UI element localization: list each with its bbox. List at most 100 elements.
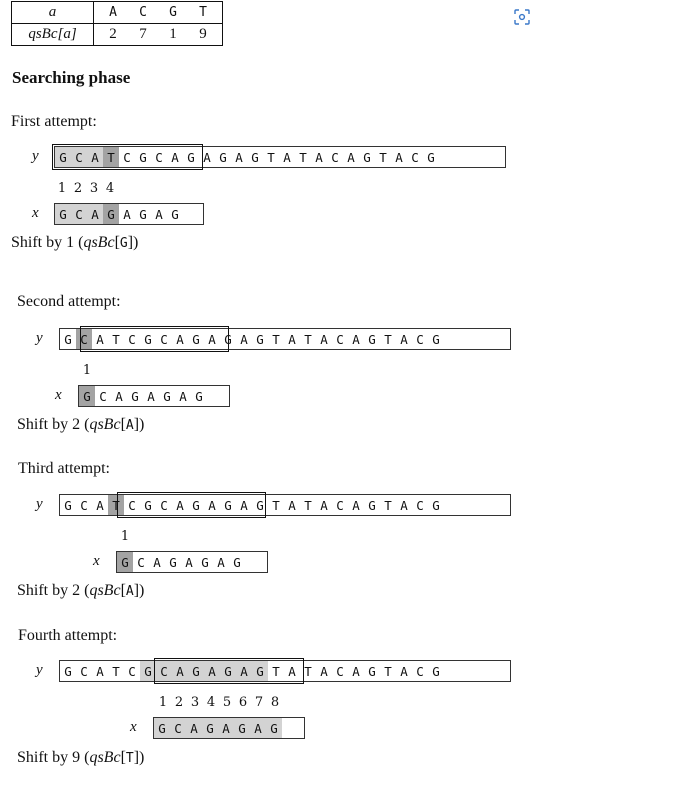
match-position-number: 5 [222, 695, 232, 710]
text-char-cell: G [432, 331, 440, 347]
shift-function: qsBc [89, 582, 121, 599]
pattern-char-cell: G [55, 204, 71, 224]
qsbc-table-row-letters: a A C G T [11, 1, 223, 24]
attempt-title: Third attempt: [18, 460, 110, 477]
pattern-char-cell: G [202, 718, 218, 738]
text-char-cell: A [395, 149, 403, 165]
pattern-char-cell: A [153, 554, 161, 570]
text-char-cell: T [272, 331, 280, 347]
match-position-number: 2 [174, 695, 184, 710]
match-position-number: 1 [158, 695, 168, 710]
text-char-cell: C [416, 663, 424, 679]
x-label: x [93, 553, 100, 569]
text-char-cell: G [187, 149, 195, 165]
pattern-char-cell: A [185, 554, 193, 570]
shift-function: qsBc [83, 234, 115, 251]
match-position-number: 1 [82, 363, 92, 378]
text-char-cell: T [304, 497, 312, 513]
pattern-char-cell: G [171, 206, 179, 222]
text-char-cell: G [144, 497, 152, 513]
text-char-cell: G [188, 661, 204, 681]
y-label: y [36, 496, 43, 512]
text-char-cell: A [315, 149, 323, 165]
text-char-cell: A [320, 497, 328, 513]
text-char-cell: T [272, 663, 280, 679]
text-char-cell: C [123, 149, 131, 165]
text-char-cell: A [240, 331, 248, 347]
match-position-number: 1 [57, 181, 67, 196]
text-char-cell: G [64, 497, 72, 513]
text-char-cell: A [171, 149, 179, 165]
comparison-window [52, 144, 203, 170]
pattern-char-cell: G [139, 206, 147, 222]
text-char-cell: C [411, 149, 419, 165]
pattern-char-cell: G [234, 718, 250, 738]
text-char-cell: A [96, 331, 104, 347]
section-heading: Searching phase [12, 68, 131, 87]
text-char-cell: C [336, 497, 344, 513]
text-char-cell: A [288, 497, 296, 513]
text-char-cell: C [336, 331, 344, 347]
shift-char: A [125, 418, 134, 433]
text-char-cell: C [155, 149, 163, 165]
pattern-char-cell: C [99, 388, 107, 404]
text-char-cell: G [140, 661, 156, 681]
shift-char: T [125, 751, 134, 766]
text-char-cell: A [240, 497, 248, 513]
pattern-char-cell: A [87, 204, 103, 224]
text-char-cell: C [80, 663, 88, 679]
text-char-cell: A [283, 149, 291, 165]
qsbc-letter: T [199, 5, 207, 20]
match-position-number: 4 [206, 695, 216, 710]
pattern-char-cell: G [103, 204, 119, 224]
text-char-cell: G [256, 497, 264, 513]
text-char-cell: A [352, 497, 360, 513]
text-char-cell: G [363, 149, 371, 165]
text-char-cell: A [235, 149, 243, 165]
match-position-number: 1 [120, 529, 130, 544]
text-char-cell: A [400, 663, 408, 679]
attempt-title: Fourth attempt: [18, 627, 118, 644]
text-char-cell: A [320, 663, 328, 679]
text-char-cell: C [128, 663, 136, 679]
text-char-cell: T [304, 663, 312, 679]
pattern-char-cell: G [266, 718, 282, 738]
text-char-cell: T [112, 663, 120, 679]
text-char-cell: C [80, 497, 88, 513]
match-position-number: 4 [105, 181, 115, 196]
text-char-cell: A [400, 331, 408, 347]
text-char-cell: G [192, 497, 200, 513]
text-char-cell: G [55, 147, 71, 167]
match-position-number: 8 [270, 695, 280, 710]
pattern-char-cell: A [155, 206, 163, 222]
text-char-cell: C [416, 497, 424, 513]
qsbc-letter: C [139, 5, 147, 20]
text-char-cell: A [203, 149, 211, 165]
text-char-cell: G [220, 661, 236, 681]
text-char-cell: C [336, 663, 344, 679]
text-char-cell: C [128, 497, 136, 513]
text-char-cell: A [204, 661, 220, 681]
focus-frame-icon[interactable] [514, 9, 530, 25]
pattern-char-cell: A [218, 718, 234, 738]
text-char-cell: A [87, 147, 103, 167]
text-char-cell: C [160, 497, 168, 513]
text-char-cell: T [304, 331, 312, 347]
text-char-cell: A [176, 331, 184, 347]
text-char-cell: G [144, 331, 152, 347]
pattern-char-cell: G [195, 388, 203, 404]
comparison-window [117, 492, 266, 518]
shift-char: A [125, 584, 134, 599]
y-label: y [36, 330, 43, 346]
pattern-char-cell: A [186, 718, 202, 738]
comparison-window [80, 326, 229, 352]
match-position-number: 3 [190, 695, 200, 710]
text-char-cell: T [272, 497, 280, 513]
text-char-cell: A [176, 497, 184, 513]
